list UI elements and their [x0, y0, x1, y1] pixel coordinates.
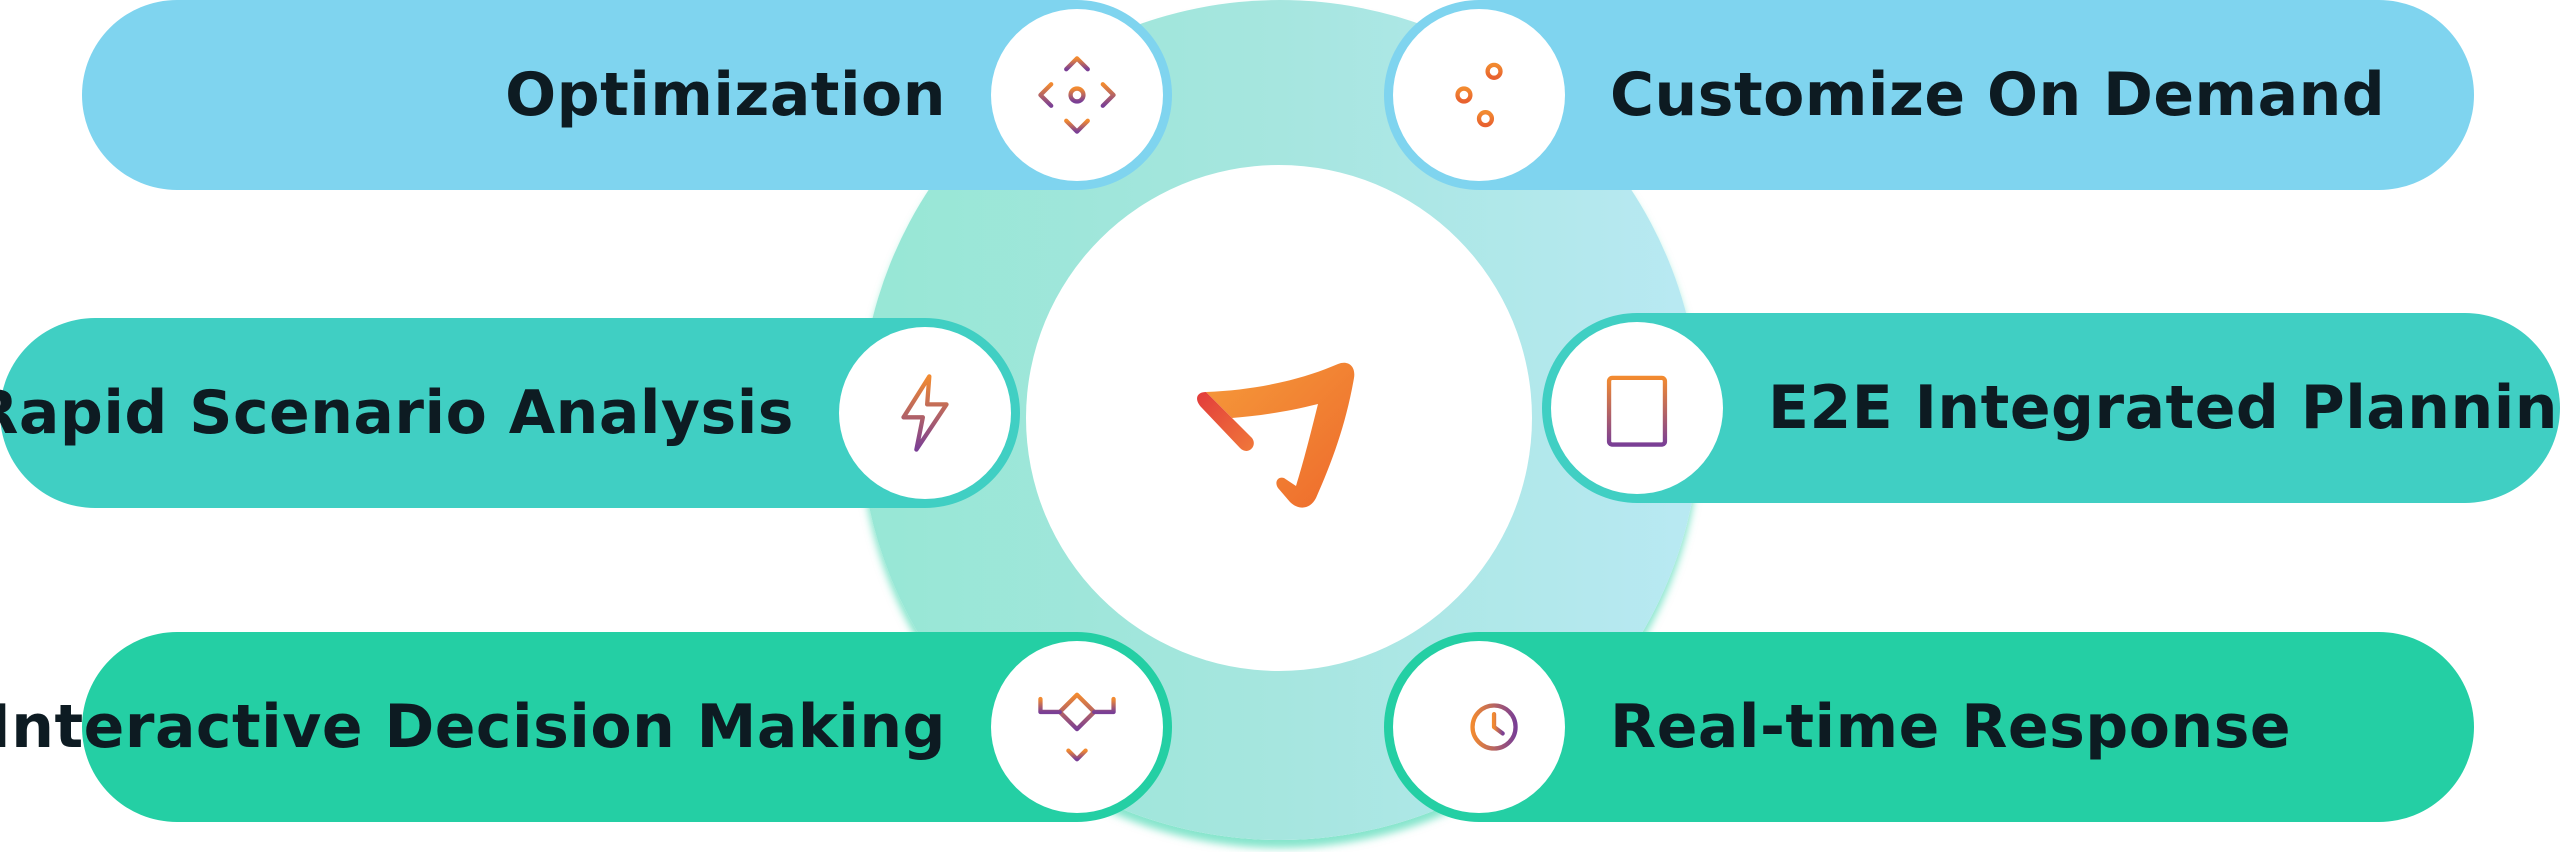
lightning-icon	[901, 374, 949, 452]
sliders-icon	[1442, 62, 1516, 128]
optimization-label: Optimization	[505, 60, 946, 130]
interactive-label: Interactive Decision Making	[0, 692, 946, 762]
feature-optimization: Optimization	[82, 0, 1172, 190]
decision-diamond-icon	[1038, 692, 1116, 762]
feature-real-time-response: Real-time Response	[1384, 632, 2474, 822]
optimization-badge	[991, 9, 1163, 181]
interactive-badge	[991, 641, 1163, 813]
rapid-badge	[839, 327, 1011, 499]
focus-target-icon	[1038, 56, 1116, 134]
arrow-logo-icon	[1197, 362, 1355, 508]
realtime-badge	[1393, 641, 1565, 813]
customize-badge	[1393, 9, 1565, 181]
feature-rapid-scenario-analysis: Rapid Scenario Analysis	[0, 318, 1020, 508]
e2e-badge	[1551, 322, 1723, 494]
feature-e2e-integrated-planning: E2E Integrated Planning	[1542, 313, 2560, 503]
customize-label: Customize On Demand	[1610, 60, 2386, 130]
e2e-label: E2E Integrated Planning	[1768, 373, 2560, 443]
realtime-label: Real-time Response	[1610, 692, 2292, 762]
fast-clock-icon	[1438, 703, 1518, 751]
feature-customize-on-demand: Customize On Demand	[1384, 0, 2474, 190]
rapid-label: Rapid Scenario Analysis	[0, 378, 794, 448]
feature-interactive-decision-making: Interactive Decision Making	[0, 632, 1172, 822]
notepad-icon	[1606, 369, 1668, 447]
center-circle	[1026, 165, 1532, 671]
